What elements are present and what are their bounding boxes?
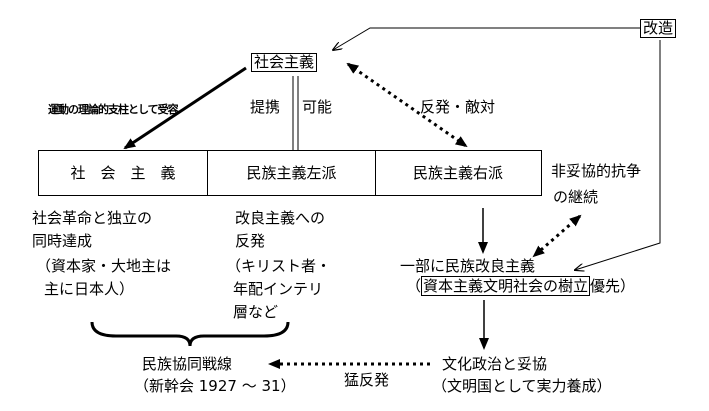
node-shakai-shugi: 社会主義 [251,53,318,72]
label-hidakyou-2: の継続 [553,188,599,206]
arrow-theory-acceptance [123,66,247,150]
col2-line4: 年配インテリ [233,280,324,298]
kairyou-rest: 優先） [590,277,636,295]
label-kanou: 可能 [302,98,333,116]
label-hidakyou-1: 非妥協的抗争 [551,162,642,180]
brace [90,321,290,347]
label-theory-acceptance: 運動の理論的支柱として受容 [48,103,179,116]
dotted-arrow-hidakyou [532,214,582,258]
bunka-line1: 文化政治と妥協 [442,355,548,373]
kairyou-open-paren: （ [406,277,422,295]
kairyou-boxed: 資本主義文明社会の樹立 [421,276,591,296]
label-teikei: 提携 [250,98,281,116]
col2-line2: 反発 [235,232,266,250]
label-hanpatsu-tekitai: 反発・敵対 [420,98,496,116]
row-divider-2 [375,150,376,196]
dotted-arrow-hanpatsu [346,62,468,148]
kairyou-line2: （資本主義文明社会の樹立優先） [406,276,636,296]
bunka-line2: （文明国として実力養成） [432,377,612,395]
label-mouhanpatsu: 猛反発 [344,371,390,389]
cell-shakai-shugi: 社 会 主 義 [70,163,176,182]
faction-row [38,150,542,196]
arrow-kaizou-to-shakaishugi [333,27,640,50]
col2-line1: 改良主義への [235,209,326,227]
minzoku-line1: 民族協同戦線 [142,355,233,373]
col1-line2: 同時達成 [32,232,93,250]
col1-line1: 社会革命と独立の [32,209,153,227]
col2-line3: （キリスト者・ [226,257,332,275]
cell-sahao: 民族主義左派 [246,163,337,182]
col1-line3: （資本家・大地主は [36,257,172,275]
col2-line5: 層など [233,303,279,321]
arrow-kaizou-to-kairyou [575,40,661,270]
col1-line4: 主に日本人） [44,280,135,298]
minzoku-line2: （新幹会 1927 ～ 31） [134,377,296,395]
kairyou-line1: 一部に民族改良主義 [400,257,536,275]
node-kaizou: 改造 [640,19,677,38]
cell-uha: 民族主義右派 [412,163,503,182]
row-divider-1 [207,150,208,196]
